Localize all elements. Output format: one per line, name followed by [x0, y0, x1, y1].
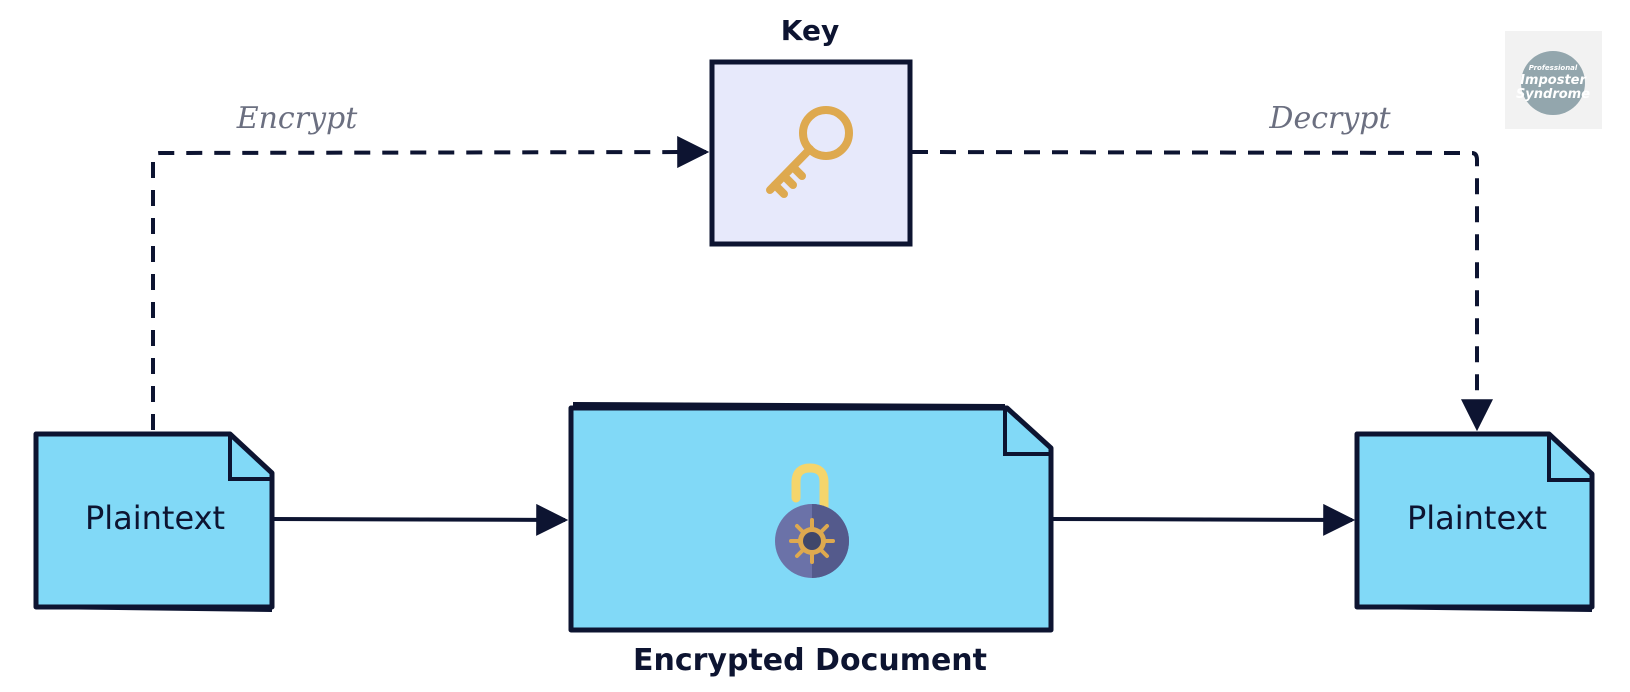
decrypt-label: Decrypt: [1268, 101, 1391, 136]
logo-line2: Syndrome: [1516, 87, 1590, 102]
plaintext-right-label: Plaintext: [1407, 499, 1547, 537]
arrow-encrypted-to-plaintext: [1050, 503, 1356, 536]
plaintext-left-label: Plaintext: [85, 499, 225, 537]
plaintext-document-right: Plaintext: [1354, 431, 1595, 612]
key-icon: [766, 106, 853, 198]
decrypt-connector: [911, 150, 1493, 432]
key-label: Key: [781, 14, 839, 47]
plaintext-document-left: Plaintext: [33, 431, 275, 612]
lock-icon: [775, 463, 849, 578]
imposter-syndrome-logo: Professional Imposter Syndrome: [1505, 31, 1602, 129]
encrypt-label: Encrypt: [236, 101, 359, 136]
encrypt-connector: [151, 136, 710, 430]
encrypted-document-label: Encrypted Document: [633, 643, 987, 678]
logo-line1: Imposter: [1520, 73, 1587, 88]
arrow-plaintext-to-encrypted: [271, 503, 569, 536]
logo-small-text: Professional: [1529, 64, 1578, 72]
